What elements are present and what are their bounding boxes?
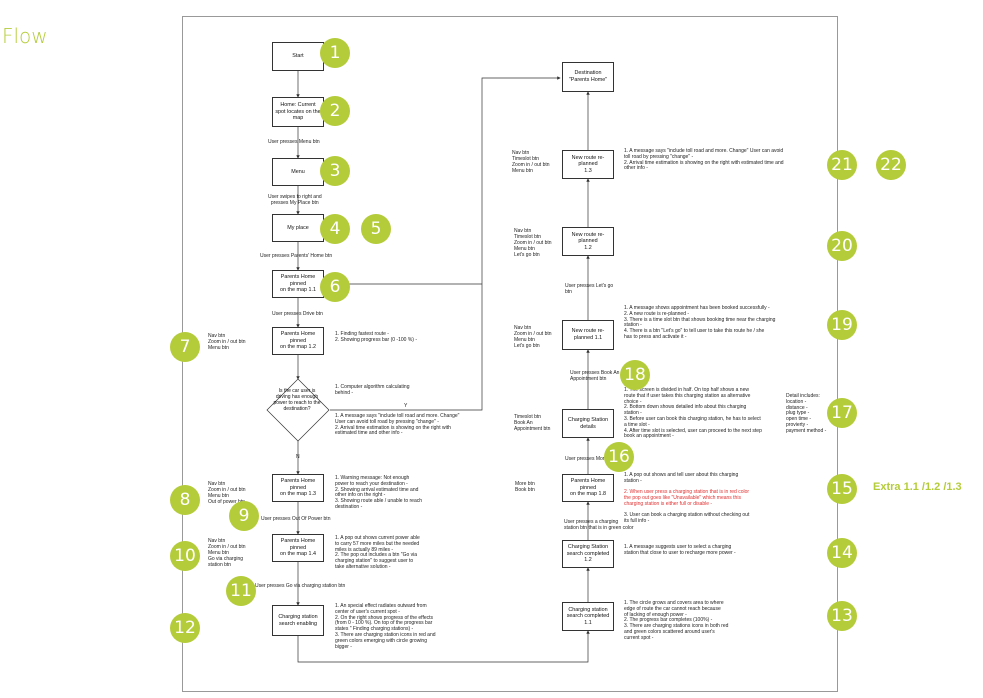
node-cs-completed-12: Charging Station search completed 1.2 [562, 540, 614, 568]
node-cs-enabling: Charging station search enabling [272, 605, 324, 636]
note-decision-2: 1. A message says "include toll road and… [335, 413, 460, 437]
note-cs-details: 1. The screen is divided in half. On top… [624, 387, 762, 440]
side-label-10: Nav btn Zoom in / out btn Menu btn Go vi… [208, 538, 246, 568]
edge-decision-destination [330, 76, 561, 411]
step-circle-9: 9 [229, 501, 259, 531]
side-label-8: Nav btn Zoom in / out btn Menu btn Out o… [208, 481, 246, 505]
edge-label-parents-btn: User presses Parents' Home btn [260, 253, 333, 259]
note-parents-13: 1. Warning message: Not enough power to … [335, 475, 423, 510]
step-circle-16: 16 [604, 442, 634, 472]
side-label-18: More btn Book btn [515, 481, 535, 493]
step-circle-6: 6 [320, 272, 350, 302]
edge-label-y: Y [404, 403, 408, 409]
side-label-new-route-13: Nav btn Timeslot btn Zoom in / out btn M… [512, 150, 550, 174]
step-circle-4: 4 [320, 214, 350, 244]
side-label-details: Timeslot btn Book An Appointment btn [514, 414, 551, 432]
node-start: Start [272, 42, 324, 71]
node-new-route-13: New route re- planned 1.3 [562, 150, 614, 179]
side-label-new-route-11: Nav btn Zoom in / out btn Menu btn Let's… [514, 325, 552, 349]
side-label-new-route-12: Nav btn Timeslot btn Zoom in / out btn M… [514, 228, 552, 258]
edge-label-menu-btn: User presses Menu btn [268, 139, 320, 145]
note-parents-18-item-1: 1. A pop out shows and tell user about t… [624, 471, 739, 484]
step-circle-8: 8 [170, 485, 200, 515]
node-home: Home: Current spot locates on the map [272, 97, 324, 127]
edge-label-book-appt: User presses Book An Appointment btn [570, 370, 620, 382]
edge-label-out-of-power: User presses Out Of Power btn [261, 516, 331, 522]
step-circle-10: 10 [170, 541, 200, 571]
step-circle-17: 17 [827, 398, 857, 428]
node-my-place: My place [272, 214, 324, 242]
step-circle-1: 1 [320, 38, 350, 68]
note-decision-1: 1. Computer algorithm calculating behind… [335, 384, 410, 396]
node-cs-completed-11: Charging station search completed 1.1 [562, 602, 614, 631]
node-parents-18: Parents Home pinned on the map 1.8 [562, 474, 614, 502]
node-menu: Menu [272, 158, 324, 186]
node-new-route-12: New route re- planned 1.2 [562, 227, 614, 256]
note-details-include: Detail includes: location - distance - p… [786, 393, 827, 434]
note-parents-18-item-2: 2. When user press a charging station th… [624, 489, 750, 507]
step-circle-5: 5 [361, 214, 391, 244]
edge-label-drive-btn: User presses Drive btn [272, 311, 323, 317]
step-circle-13: 13 [827, 601, 857, 631]
edge-label-swipe: User swipes to right and presses My Plac… [268, 194, 322, 206]
node-parents-13: Parents Home pinned on the map 1.3 [272, 474, 324, 502]
step-circle-11: 11 [226, 576, 256, 606]
node-parents-11: Parents Home pinned on the map 1.1 [272, 270, 324, 298]
page-title: Flow [2, 24, 48, 48]
edge-label-green-station: User presses a charging station btn that… [564, 519, 634, 531]
side-label-7: Nav btn Zoom in / out btn Menu btn [208, 333, 246, 351]
edge-label-n: N [296, 454, 300, 460]
node-parents-14: Parents Home pinned on the map 1.4 [272, 534, 324, 562]
note-parents-14: 1. A pop out shows current power able to… [335, 535, 420, 570]
step-circle-14: 14 [827, 538, 857, 568]
note-new-route-11: 1. A message shows appointment has been … [624, 305, 776, 340]
step-circle-2: 2 [320, 96, 350, 126]
step-circle-22: 22 [876, 150, 906, 180]
note-cs-completed-12: 1. A message suggests user to select a c… [624, 544, 736, 556]
note-parents-18: 1. A pop out shows and tell user about t… [624, 467, 749, 531]
step-circle-18: 18 [620, 360, 650, 390]
node-cs-details: Charging Station details [562, 409, 614, 438]
node-new-route-11: New route re- planned 1.1 [562, 320, 614, 350]
note-cs-enabling: 1. An special effect radiates outward fr… [335, 603, 436, 650]
extra-label: Extra 1.1 /1.2 /1.3 [873, 481, 962, 493]
step-circle-20: 20 [827, 231, 857, 261]
step-circle-3: 3 [320, 156, 350, 186]
note-new-route-13: 1. A message says "include toll road and… [624, 148, 784, 172]
note-parents-18-item-3: 3. User can book a charging station with… [624, 512, 750, 525]
step-circle-12: 12 [170, 613, 200, 643]
decision-diamond [266, 378, 330, 442]
node-decision: Is the car user is driving has enough po… [273, 388, 321, 412]
node-destination: Destination "Parents Home" [562, 62, 614, 92]
note-parents-12: 1. Finding fastest route - 2. Showing pr… [335, 331, 417, 343]
node-parents-12: Parents Home pinned on the map 1.2 [272, 327, 324, 355]
step-circle-15: 15 [827, 474, 857, 504]
edge-label-go-via: User presses Go via charging station btn [255, 583, 346, 589]
step-circle-21: 21 [827, 150, 857, 180]
step-circle-7: 7 [170, 332, 200, 362]
edge-cs-enabling-cs11 [297, 630, 590, 663]
step-circle-19: 19 [827, 310, 857, 340]
edge-label-lets-go: User presses Let's go btn [565, 283, 614, 295]
note-cs-completed-11: 1. The circle grows and covers area to w… [624, 600, 729, 641]
